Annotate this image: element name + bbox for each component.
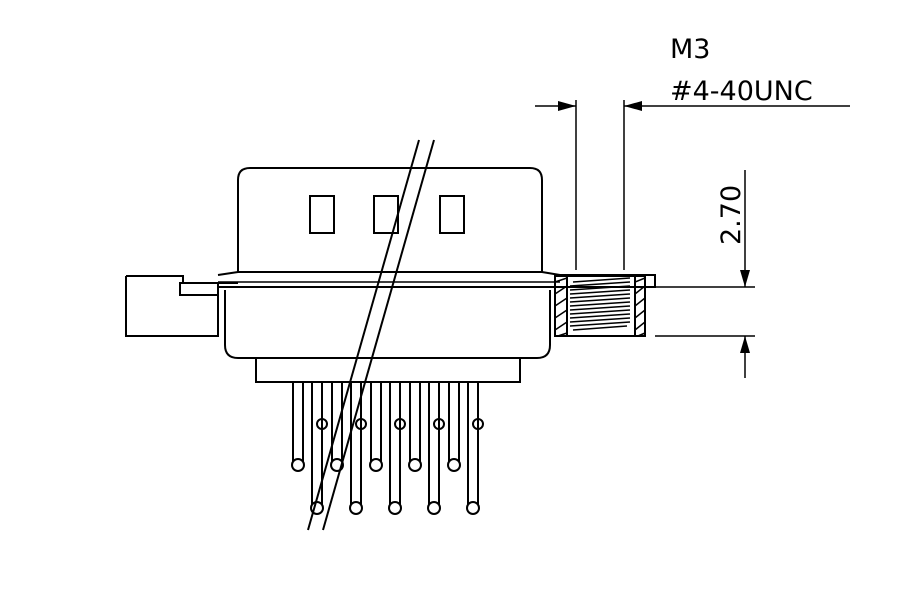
break-lines [307, 139, 435, 531]
thread-depth-dimension [655, 170, 755, 378]
pcb-pins [291, 383, 484, 515]
pin-long-5 [467, 383, 479, 505]
pin-short-2 [331, 383, 343, 462]
contact-window-1 [309, 195, 335, 234]
threaded-insert [554, 275, 646, 337]
pin-long-1 [311, 383, 323, 505]
pin-short-4 [409, 383, 421, 462]
pin-long-2 [350, 383, 362, 505]
flange-tab [179, 282, 219, 296]
connector-upper-shell [237, 167, 543, 272]
thread-width-dimension [535, 100, 850, 270]
pin-long-4 [428, 383, 440, 505]
contact-window-3 [439, 195, 465, 234]
pin-short-1 [292, 383, 304, 462]
thread-metric-label: M3 [670, 34, 710, 65]
pin-long-3 [389, 383, 401, 505]
thread-unified-label: #4-40UNC [670, 76, 813, 107]
pin-short-5 [448, 383, 460, 462]
thread-depth-label: 2.70 [716, 185, 747, 245]
pin-short-3 [370, 383, 382, 462]
connector-lower-body [224, 290, 551, 383]
